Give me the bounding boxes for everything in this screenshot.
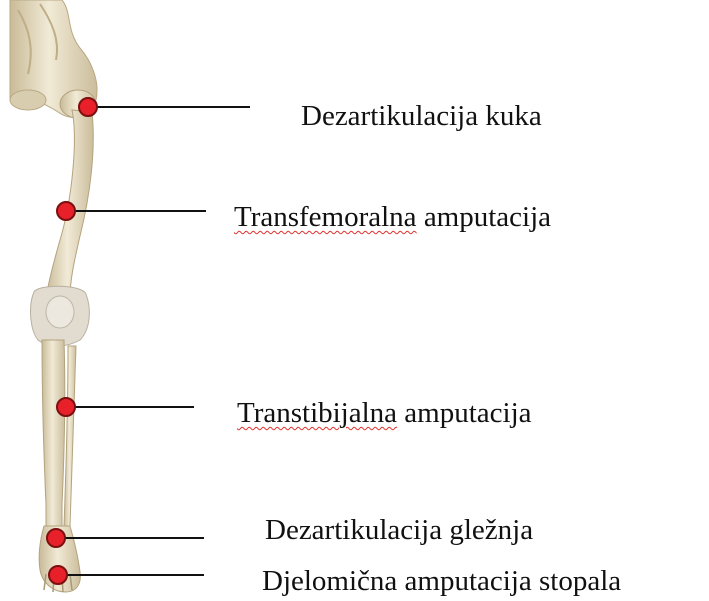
tibia bbox=[42, 340, 65, 528]
marker-transfemoral bbox=[57, 202, 75, 220]
label-hip-disarticulation: Dezartikulacija kuka bbox=[301, 102, 542, 131]
label-transfemoral-word2: amputacija bbox=[424, 201, 551, 233]
label-ankle-disarticulation: Dezartikulacija gležnja bbox=[265, 516, 533, 545]
label-transtibial-word2: amputacija bbox=[404, 397, 531, 429]
label-transfemoral-word1: Transfemoralna bbox=[234, 201, 417, 233]
fibula bbox=[64, 346, 76, 526]
label-transfemoral: Transfemoralna amputacija bbox=[234, 203, 551, 232]
label-transtibial: Transtibijalna amputacija bbox=[237, 399, 532, 428]
marker-ankle bbox=[47, 529, 65, 547]
marker-partial-foot bbox=[49, 566, 67, 584]
label-transtibial-word1: Transtibijalna bbox=[237, 397, 397, 429]
label-partial-foot: Djelomična amputacija stopala bbox=[262, 567, 621, 596]
marker-hip bbox=[79, 98, 97, 116]
marker-transtibial bbox=[57, 398, 75, 416]
